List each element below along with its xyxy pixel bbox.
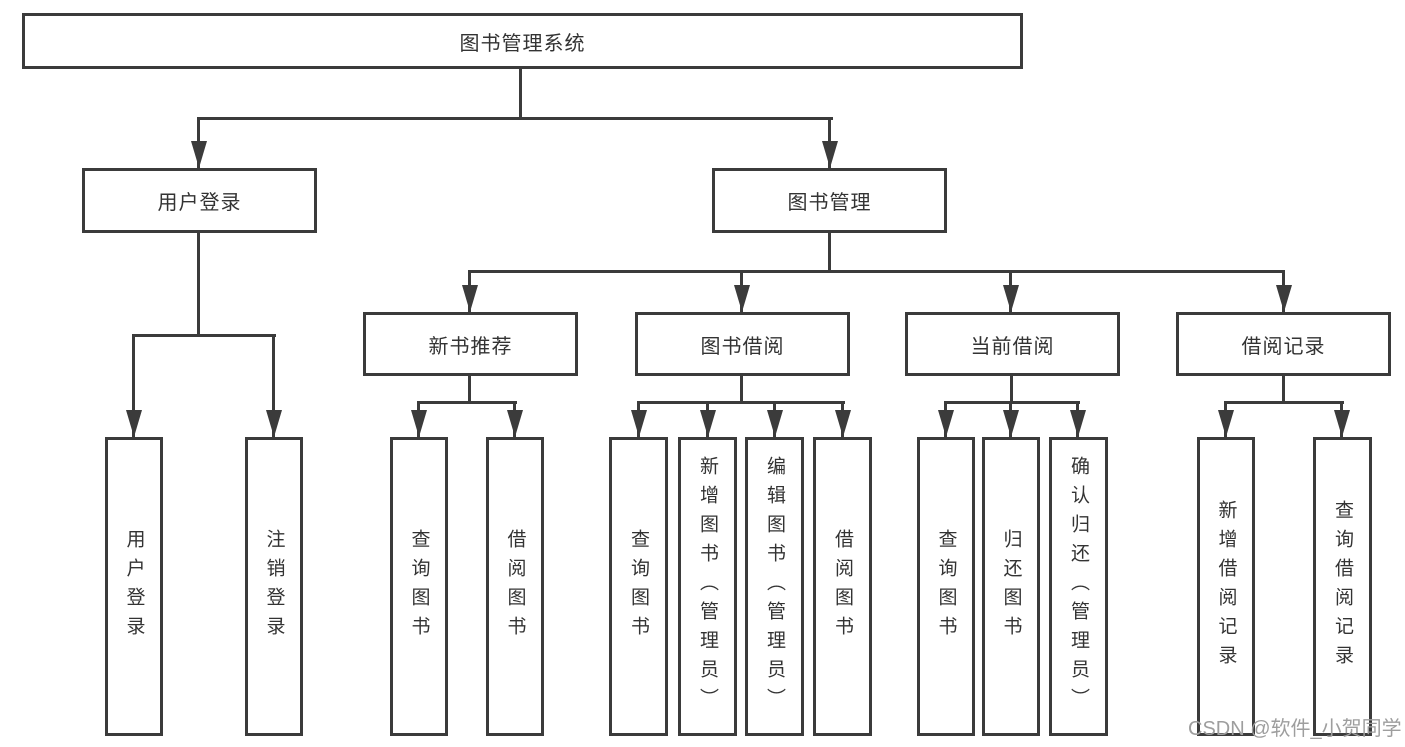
tree-line [637, 401, 845, 404]
leaf-label: 注销登录 [263, 528, 285, 645]
leaf-label: 归还图书 [1000, 528, 1022, 645]
leaf-query-books-borrowing: 查询图书 [609, 437, 668, 736]
leaf-edit-book-admin: 编辑图书（管理员） [745, 437, 804, 736]
arrowhead-icon [835, 410, 851, 437]
leaf-query-books-recommend: 查询图书 [390, 437, 448, 736]
arrowhead-icon [1218, 410, 1234, 437]
leaf-add-book-admin: 新增图书（管理员） [678, 437, 737, 736]
leaf-logout: 注销登录 [245, 437, 303, 736]
leaf-label: 借阅图书 [832, 528, 853, 645]
arrowhead-icon [767, 410, 783, 437]
arrowhead-icon [1003, 410, 1019, 437]
node-current-borrowing: 当前借阅 [905, 312, 1120, 376]
arrowhead-icon [938, 410, 954, 437]
node-book-borrowing: 图书借阅 [635, 312, 850, 376]
leaf-query-books-current: 查询图书 [917, 437, 975, 736]
arrowhead-icon [411, 410, 427, 437]
leaf-label: 查询图书 [408, 528, 430, 645]
node-label: 新书推荐 [428, 335, 513, 358]
arrowhead-icon [1276, 285, 1292, 312]
node-label: 图书管理系统 [459, 32, 586, 55]
node-label: 借阅记录 [1241, 335, 1326, 358]
tree-line [197, 117, 833, 120]
node-label: 图书管理 [787, 192, 872, 214]
tree-line [828, 233, 831, 273]
arrowhead-icon [1070, 410, 1086, 437]
arrowhead-icon [126, 410, 142, 437]
leaf-label: 编辑图书（管理员） [764, 456, 785, 717]
arrowhead-icon [1003, 285, 1019, 312]
leaf-label: 新增借阅记录 [1215, 499, 1237, 674]
leaf-confirm-return-admin: 确认归还（管理员） [1049, 437, 1108, 736]
tree-line [132, 334, 276, 337]
arrowhead-icon [734, 285, 750, 312]
arrowhead-icon [191, 141, 207, 168]
node-new-book-recommendation: 新书推荐 [363, 312, 578, 376]
leaf-label: 查询图书 [628, 528, 649, 645]
arrowhead-icon [631, 410, 647, 437]
tree-line [272, 334, 275, 437]
tree-line [1282, 376, 1285, 404]
arrowhead-icon [1334, 410, 1350, 437]
tree-line [417, 401, 517, 404]
leaf-label: 借阅图书 [504, 528, 526, 645]
node-label: 当前借阅 [970, 335, 1055, 358]
leaf-query-borrow-record: 查询借阅记录 [1313, 437, 1372, 736]
leaf-label: 新增图书（管理员） [697, 456, 718, 717]
leaf-label: 查询图书 [935, 528, 957, 645]
tree-line [1224, 401, 1344, 404]
leaf-label: 确认归还（管理员） [1068, 456, 1089, 717]
leaf-label: 查询借阅记录 [1332, 499, 1353, 674]
tree-line [132, 334, 135, 437]
node-book-management: 图书管理 [712, 168, 947, 233]
leaf-borrow-books-borrowing: 借阅图书 [813, 437, 872, 736]
tree-line [468, 270, 1285, 273]
node-borrowing-records: 借阅记录 [1176, 312, 1391, 376]
arrowhead-icon [507, 410, 523, 437]
arrowhead-icon [822, 141, 838, 168]
tree-line [468, 376, 471, 404]
tree-line [1010, 376, 1013, 404]
leaf-return-book: 归还图书 [982, 437, 1040, 736]
leaf-label: 用户登录 [123, 528, 145, 645]
arrowhead-icon [462, 285, 478, 312]
tree-line [519, 68, 522, 118]
node-library-management-system: 图书管理系统 [22, 13, 1023, 69]
node-label: 图书借阅 [700, 335, 785, 358]
arrowhead-icon [266, 410, 282, 437]
node-label: 用户登录 [157, 192, 242, 214]
leaf-borrow-books-recommend: 借阅图书 [486, 437, 544, 736]
csdn-watermark: CSDN @软件_小贺同学 [1188, 718, 1402, 740]
tree-line [740, 376, 743, 404]
leaf-add-borrow-record: 新增借阅记录 [1197, 437, 1255, 736]
arrowhead-icon [700, 410, 716, 437]
tree-line [944, 401, 1080, 404]
tree-line [197, 233, 200, 337]
leaf-user-login: 用户登录 [105, 437, 163, 736]
node-user-login: 用户登录 [82, 168, 317, 233]
